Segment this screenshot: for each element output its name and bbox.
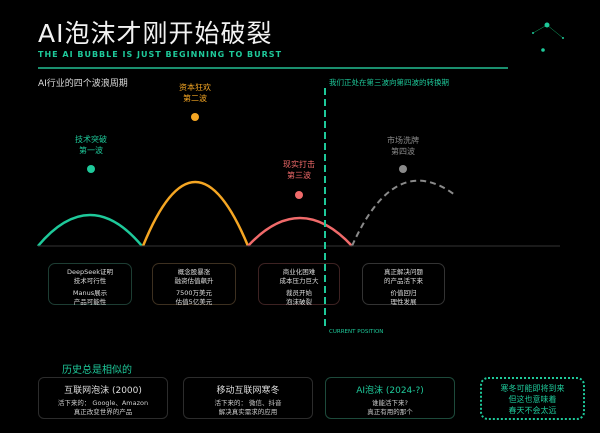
page-title: AI泡沫才刚开始破裂 <box>38 19 273 48</box>
wave-4-curve <box>351 179 456 247</box>
section-title: AI行业的四个波浪周期 <box>38 79 128 89</box>
wave-4-marker <box>399 165 407 173</box>
wave-2-label: 资本狂欢第二波 <box>179 83 211 103</box>
wave-1-label: 技术突破第一波 <box>75 135 107 155</box>
wave-4-box: 真正解决问题的产品活下来价值回归理性发展 <box>362 263 445 306</box>
page-subtitle: THE AI BUBBLE IS JUST BEGINNING TO BURST <box>38 50 283 59</box>
wave-2-marker <box>191 113 199 121</box>
wave-1-marker <box>87 165 95 173</box>
history-card-mobile: 移动互联网寒冬活下来的： 微信、抖音解决真实需求的应用 <box>183 377 313 419</box>
wave-3-box: 商业化困难成本压力巨大裁员开始泡沫破裂 <box>258 263 340 306</box>
constellation-icon <box>532 22 564 52</box>
wave-2-curve <box>141 181 250 247</box>
history-card-ai: AI泡沫 (2024-?)谁能活下来?真正有用的那个 <box>325 377 455 419</box>
wave-3-marker <box>295 191 303 199</box>
wave-1-curve <box>37 213 143 247</box>
warning-callout: 寒冬可能即将到来但这也意味着春天不会太远 <box>480 377 585 420</box>
history-title: 历史总是相似的 <box>62 365 132 376</box>
current-position-label: CURRENT POSITION <box>329 329 384 335</box>
wave-3-curve <box>247 216 353 247</box>
wave-chart <box>37 88 560 326</box>
wave-4-label: 市场洗牌第四波 <box>387 136 419 156</box>
divider <box>38 67 508 69</box>
transition-note: 我们正处在第三波向第四波的转换期 <box>329 78 449 87</box>
wave-3-label: 现实打击第三波 <box>283 160 315 180</box>
